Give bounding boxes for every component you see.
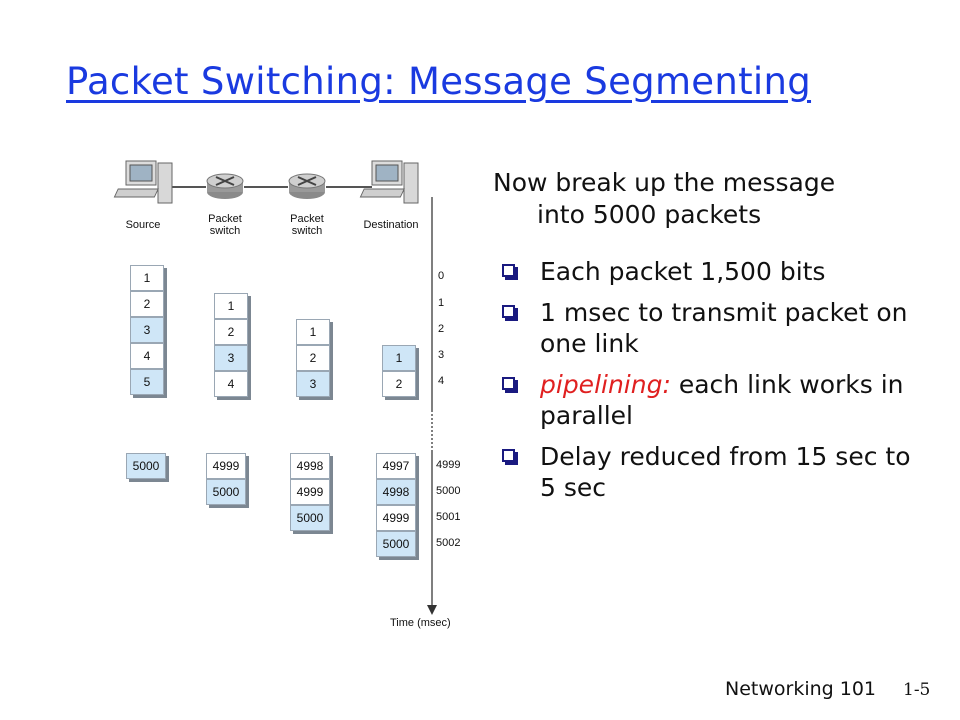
packet: 3 — [296, 371, 330, 397]
packet: 4999 — [376, 505, 416, 531]
packet: 5000 — [290, 505, 330, 531]
packet: 4998 — [290, 453, 330, 479]
node-label-source: Source — [125, 219, 161, 231]
packet: 4998 — [376, 479, 416, 505]
bullet-item: Delay reduced from 15 sec to 5 sec — [498, 441, 918, 503]
bullet-item: pipelining: each link works in parallel — [498, 369, 918, 431]
intro-line-1: Now break up the message — [493, 168, 836, 197]
packet: 4 — [214, 371, 248, 397]
packet: 3 — [130, 317, 164, 343]
packet: 4999 — [206, 453, 246, 479]
packet: 1 — [214, 293, 248, 319]
square-bullet-icon — [502, 377, 515, 390]
square-bullet-icon — [502, 449, 515, 462]
square-bullet-icon — [502, 264, 515, 277]
packet: 2 — [130, 291, 164, 317]
packet: 1 — [296, 319, 330, 345]
time-tick: 2 — [438, 323, 445, 335]
bullet-item: 1 msec to transmit packet on one link — [498, 297, 918, 359]
bullet-item: Each packet 1,500 bits — [498, 256, 918, 287]
intro-line-2: into 5000 packets — [537, 200, 762, 229]
slide-title: Packet Switching: Message Segmenting — [66, 60, 812, 103]
source-computer-icon — [113, 160, 173, 204]
router-icon — [206, 173, 244, 199]
router-icon — [288, 173, 326, 199]
packet: 4997 — [376, 453, 416, 479]
packet: 2 — [296, 345, 330, 371]
footer-text: Networking 101 — [725, 678, 877, 700]
packet: 2 — [382, 371, 416, 397]
slide-number: 1-5 — [903, 680, 931, 700]
packet: 4 — [130, 343, 164, 369]
bullet-list: Each packet 1,500 bits 1 msec to transmi… — [498, 256, 918, 513]
time-axis-arrow — [427, 605, 437, 615]
time-tick: 3 — [438, 349, 445, 361]
square-bullet-icon — [502, 305, 515, 318]
packet: 2 — [214, 319, 248, 345]
network-diagram-graphic — [113, 160, 437, 615]
packet: 5 — [130, 369, 164, 395]
time-tick: 5000 — [436, 485, 461, 497]
packet: 5000 — [126, 453, 166, 479]
time-tick: 4 — [438, 375, 445, 387]
time-tick: 4999 — [436, 459, 461, 471]
packet: 4999 — [290, 479, 330, 505]
packet: 5000 — [376, 531, 416, 557]
packet: 3 — [214, 345, 248, 371]
packet: 1 — [130, 265, 164, 291]
time-tick: 5002 — [436, 537, 461, 549]
node-label-destination: Destination — [363, 219, 419, 231]
destination-computer-icon — [359, 160, 419, 204]
time-tick: 0 — [438, 270, 445, 282]
pipelining-emphasis: pipelining: — [540, 370, 671, 399]
intro-text: Now break up the message into 5000 packe… — [493, 167, 913, 231]
time-tick: 1 — [438, 297, 445, 309]
packet: 5000 — [206, 479, 246, 505]
time-axis-label: Time (msec) — [390, 617, 451, 629]
time-tick: 5001 — [436, 511, 461, 523]
packet: 1 — [382, 345, 416, 371]
